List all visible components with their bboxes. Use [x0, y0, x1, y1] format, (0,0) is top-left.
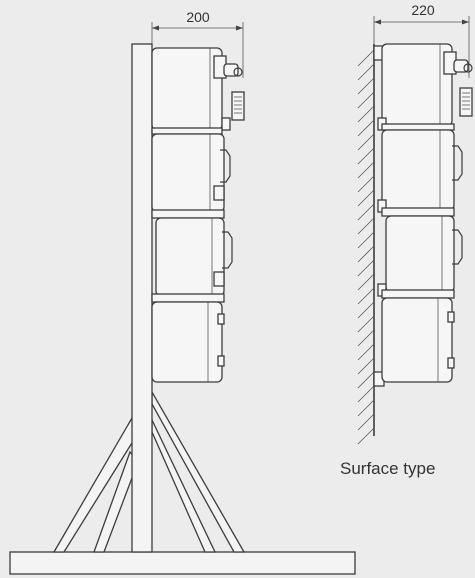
base-plate	[9, 551, 356, 575]
wall-hatching	[357, 44, 375, 445]
hatch-line	[357, 63, 375, 81]
hatch-line	[357, 329, 375, 347]
hatch-line	[357, 357, 375, 375]
hatch-line	[357, 203, 375, 221]
vertical-post	[131, 43, 153, 553]
hatch-line	[357, 147, 375, 165]
hatch-line	[357, 161, 375, 179]
stand-width-label: 200	[186, 9, 210, 25]
wall-mount-diagram: 220	[340, 2, 473, 478]
hatch-line	[357, 427, 375, 445]
hatch-line	[357, 231, 375, 249]
hatch-line	[357, 259, 375, 277]
hatch-line	[357, 287, 375, 305]
hatch-line	[357, 315, 375, 333]
hatch-line	[357, 371, 375, 389]
enclosure-stack-wall	[373, 43, 473, 387]
hatch-line	[357, 399, 375, 417]
hatch-line	[357, 49, 375, 67]
hatch-line	[357, 413, 375, 431]
hatch-line	[357, 105, 375, 123]
hatch-line	[357, 91, 375, 109]
hatch-line	[357, 133, 375, 151]
floor-stand-diagram: 200	[9, 9, 356, 575]
hatch-line	[357, 301, 375, 319]
hatch-line	[357, 273, 375, 291]
enclosure-stack-stand	[151, 47, 245, 383]
hatch-line	[357, 189, 375, 207]
hatch-line	[357, 77, 375, 95]
hatch-line	[357, 175, 375, 193]
hatch-line	[357, 343, 375, 361]
hatch-line	[357, 245, 375, 263]
surface-type-caption: Surface type	[340, 459, 435, 478]
hatch-line	[357, 217, 375, 235]
hatch-line	[357, 385, 375, 403]
hatch-line	[357, 119, 375, 137]
dimension-200: 200	[151, 9, 244, 78]
surface-width-label: 220	[411, 2, 435, 18]
dimension-220: 220	[373, 2, 470, 78]
